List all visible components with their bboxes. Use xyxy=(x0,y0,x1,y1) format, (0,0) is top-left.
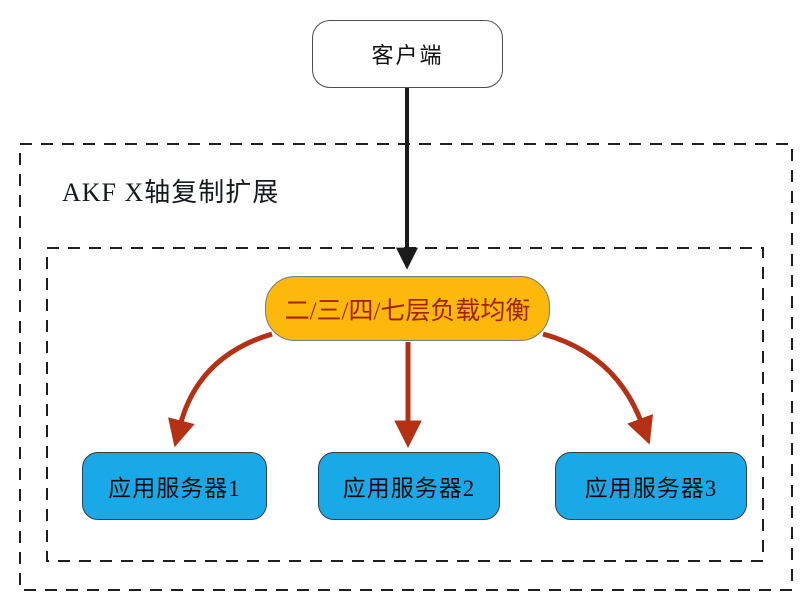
server-1-label: 应用服务器1 xyxy=(108,476,241,501)
lb-to-server3-arrow xyxy=(542,331,653,445)
server-3-label: 应用服务器3 xyxy=(584,476,718,501)
lb-to-server1-arrow xyxy=(168,331,273,448)
load-balancer-node: 二/三/四/七层负载均衡 xyxy=(265,276,550,341)
client-label: 客户端 xyxy=(371,43,444,68)
load-balancer-label: 二/三/四/七层负载均衡 xyxy=(284,297,531,325)
server-node-2: 应用服务器2 xyxy=(318,452,500,520)
server-node-3: 应用服务器3 xyxy=(555,452,747,520)
server-2-label: 应用服务器2 xyxy=(342,476,476,501)
akf-group-boundary xyxy=(19,143,793,591)
group-title: AKF X轴复制扩展 xyxy=(62,178,280,207)
client-node: 客户端 xyxy=(312,20,503,88)
server-node-1: 应用服务器1 xyxy=(82,452,267,520)
